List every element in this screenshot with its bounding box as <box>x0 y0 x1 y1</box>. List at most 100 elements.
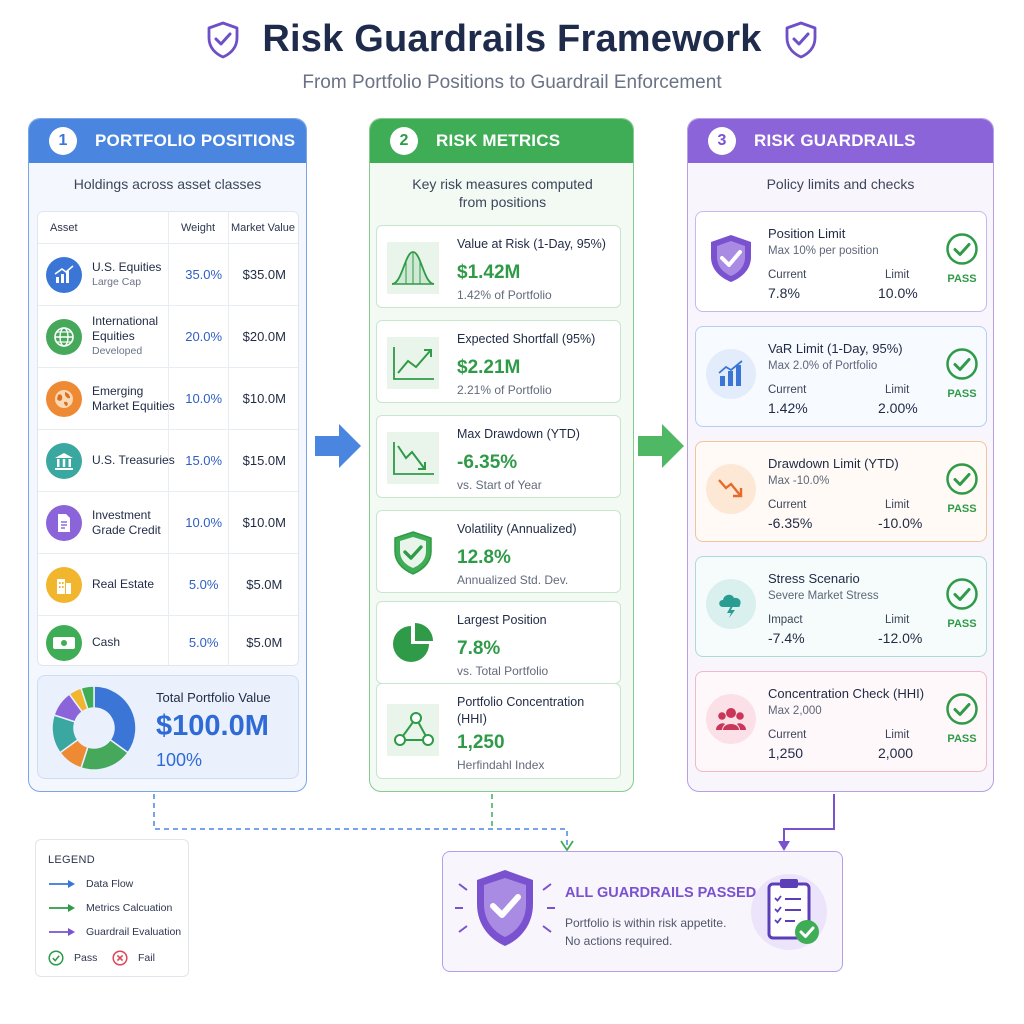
asset-name: Real Estate <box>92 577 155 591</box>
status-label: PASS <box>947 618 977 630</box>
legend-label: Pass <box>74 952 98 964</box>
current-value: 1.42% <box>768 400 808 416</box>
panel-description: Holdings across asset classes <box>73 176 262 192</box>
donut-slice <box>80 685 95 710</box>
guardrail-name: VaR Limit (1-Day, 95%) <box>768 341 903 356</box>
metric-value: 1,250 <box>457 732 505 753</box>
legend-label: Guardrail Evaluation <box>86 926 182 938</box>
metric-name: Largest Position <box>457 613 547 627</box>
network-icon <box>387 704 439 756</box>
bell-curve-icon <box>387 242 439 294</box>
metric-value: 7.8% <box>457 638 501 659</box>
asset-weight: 35.0% <box>185 267 223 282</box>
page-subtitle: From Portfolio Positions to Guardrail En… <box>302 72 722 93</box>
risk-metrics-panel: 2 RISK METRICS Key risk measures compute… <box>369 118 634 792</box>
asset-name: International Equities <box>92 314 159 343</box>
limit-label: Limit <box>885 499 910 511</box>
asset-market-value: $15.0M <box>242 453 286 468</box>
asset-name: U.S. Equities <box>92 259 162 274</box>
pie-icon <box>387 618 439 670</box>
result-card: ALL GUARDRAILS PASSED Portfolio is withi… <box>442 851 843 972</box>
result-message: Portfolio is within risk appetite. No ac… <box>565 916 727 948</box>
table-row: Investment Grade Credit 10.0% $10.0M <box>38 492 298 554</box>
check-circle-icon <box>946 233 978 265</box>
metric-name: Volatility (Annualized) <box>457 522 577 536</box>
shield-icon <box>706 234 756 284</box>
guardrail-card: Concentration Check (HHI) Max 2,000 Curr… <box>695 671 987 772</box>
limit-label: Limit <box>885 614 910 626</box>
shield-check-icon <box>207 21 239 58</box>
panel-title: PORTFOLIO POSITIONS <box>95 131 296 150</box>
legend-title: LEGEND <box>48 854 96 866</box>
table-row: Emerging Market Equities 10.0% $10.0M <box>38 368 298 430</box>
pass-badge: PASS <box>944 232 980 285</box>
check-circle-icon <box>48 950 64 966</box>
document-icon <box>46 504 82 541</box>
current-label: Current <box>768 499 807 511</box>
guardrail-name: Position Limit <box>768 226 846 241</box>
asset-market-value: $10.0M <box>242 515 286 530</box>
step-number: 2 <box>390 127 418 155</box>
total-portfolio-card: Total Portfolio Value $100.0M 100% <box>37 675 299 779</box>
cash-icon <box>46 624 82 661</box>
allocation-donut-chart <box>51 685 137 771</box>
step-number: 3 <box>708 127 736 155</box>
limit-value: 10.0% <box>878 285 918 301</box>
asset-subtitle: Large Cap <box>92 275 142 288</box>
asset-market-value: $10.0M <box>242 391 286 406</box>
green-arrow-icon <box>49 904 75 912</box>
metric-subtitle: Annualized Std. Dev. <box>457 573 569 587</box>
shield-check-icon <box>387 527 439 579</box>
metric-subtitle: 2.21% of Portfolio <box>457 383 552 397</box>
panel-header: 2 RISK METRICS <box>370 119 633 163</box>
limit-label: Limit <box>885 269 910 281</box>
asset-market-value: $35.0M <box>242 267 286 282</box>
limit-value: 2,000 <box>878 745 914 761</box>
impact-label: Impact <box>768 614 803 626</box>
table-row: Cash 5.0% $5.0M <box>38 616 298 669</box>
x-circle-icon <box>112 950 128 966</box>
current-label: Current <box>768 384 807 396</box>
guardrail-rule: Max 10% per position <box>768 245 879 257</box>
metric-name: Expected Shortfall (95%) <box>457 332 596 346</box>
limit-label: Limit <box>885 384 910 396</box>
panel-description: Key risk measures computed from position… <box>412 176 593 210</box>
donut-slice <box>93 685 137 754</box>
result-title: ALL GUARDRAILS PASSED <box>565 885 757 901</box>
metric-subtitle: vs. Total Portfolio <box>457 664 549 678</box>
guardrail-rule: Max 2,000 <box>768 705 822 717</box>
asset-market-value: $5.0M <box>246 577 283 592</box>
metric-name: Value at Risk (1-Day, 95%) <box>457 237 606 251</box>
column-header-asset: Asset <box>50 221 78 234</box>
step-number: 1 <box>49 127 77 155</box>
asset-name: Investment Grade Credit <box>92 507 161 537</box>
limit-value: 2.00% <box>878 400 918 416</box>
asset-weight: 5.0% <box>188 577 219 592</box>
legend-item-fail: Fail <box>112 950 155 966</box>
legend-item-metrics: Metrics Calcuation <box>48 902 172 914</box>
trend-down-icon <box>706 464 756 514</box>
asset-name: Emerging Market Equities <box>92 383 175 413</box>
blue-arrow-icon <box>49 880 75 888</box>
current-value: 7.8% <box>768 285 800 301</box>
asset-name: Cash <box>92 635 121 649</box>
bar-chart-icon <box>706 349 756 399</box>
guardrail-name: Drawdown Limit (YTD) <box>768 456 899 471</box>
check-circle-icon <box>946 578 978 610</box>
panel-header: 3 RISK GUARDRAILS <box>688 119 993 163</box>
globe-icon <box>46 318 82 355</box>
current-value: 1,250 <box>768 745 804 761</box>
pass-badge: PASS <box>944 462 980 515</box>
panel-title: RISK METRICS <box>436 131 561 150</box>
total-value: $100.0M <box>156 710 269 742</box>
status-label: PASS <box>947 733 977 745</box>
legend-label: Metrics Calcuation <box>86 902 173 914</box>
flow-arrow-icon <box>315 424 361 468</box>
status-label: PASS <box>947 273 977 285</box>
status-label: PASS <box>947 388 977 400</box>
total-label: Total Portfolio Value <box>156 690 271 705</box>
current-value: -6.35% <box>768 515 813 531</box>
portfolio-positions-panel: 1 PORTFOLIO POSITIONS Holdings across as… <box>28 118 307 792</box>
header: Risk Guardrails Framework <box>0 18 1024 61</box>
